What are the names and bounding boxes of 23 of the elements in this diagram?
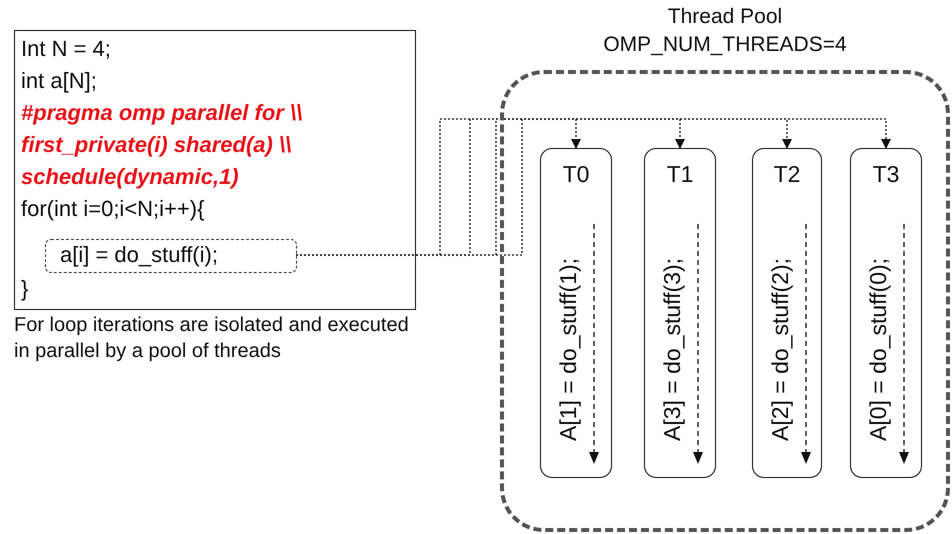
thread-box	[752, 148, 822, 478]
thread-label: T0	[562, 161, 590, 188]
code-line: }	[21, 275, 28, 303]
thread-task-text: A[3] = do_stuff(3);	[659, 256, 686, 441]
thread-task-text: A[2] = do_stuff(2);	[767, 256, 794, 441]
thread-task-text: A[0] = do_stuff(0);	[865, 256, 892, 441]
thread-label: T1	[666, 161, 694, 188]
thread-box	[644, 148, 716, 478]
pool-setting: OMP_NUM_THREADS=4	[602, 32, 848, 58]
thread-label: T2	[772, 161, 802, 188]
thread-box	[850, 148, 922, 478]
code-box	[14, 30, 416, 310]
dotted-arrow	[296, 118, 891, 256]
thread-box	[540, 148, 612, 478]
code-line: Int N = 4;	[21, 35, 111, 63]
pragma-directive: #pragma omp parallel for \\ first_private(i) shared(a) \\ schedule(dynamic,1)	[21, 99, 304, 191]
code-line: for(int i=0;i<N;i++){	[21, 195, 204, 223]
thread-label: T3	[872, 161, 900, 188]
pool-title: Thread Pool	[666, 4, 784, 30]
code-line: int a[N];	[21, 67, 97, 95]
code-statement-box: a[i] = do_stuff(i);	[45, 239, 297, 273]
caption-text: For loop iterations are isolated and executed in parallel by a pool of threads	[14, 313, 410, 364]
thread-task-text: A[1] = do_stuff(1);	[555, 256, 582, 441]
